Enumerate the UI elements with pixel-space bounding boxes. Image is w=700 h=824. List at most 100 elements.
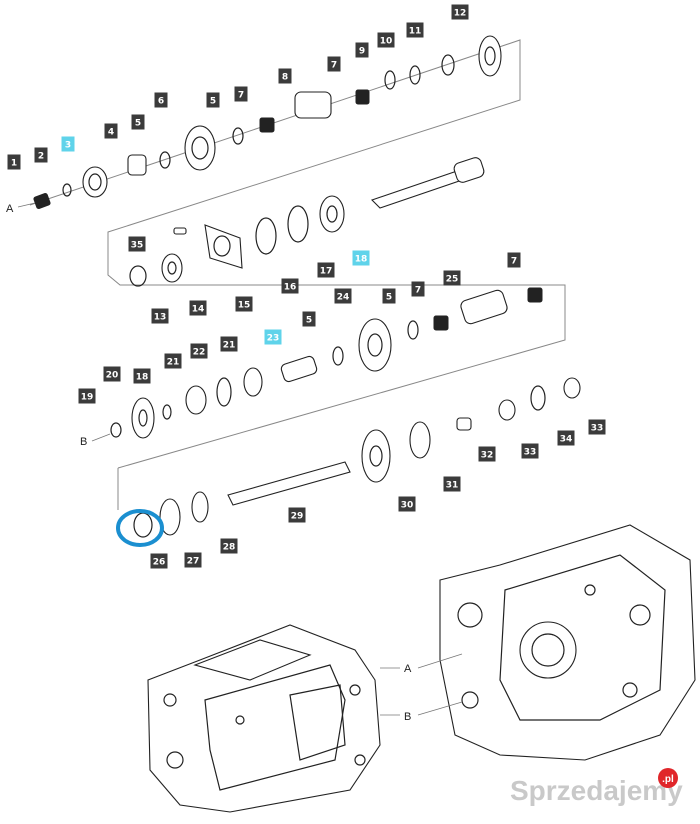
part-label-text: 2 xyxy=(38,152,44,162)
shaft-assembly-top xyxy=(17,35,502,209)
part-label-box xyxy=(104,123,118,139)
part-label-text: 19 xyxy=(81,393,94,403)
part-label-p18: 18 xyxy=(352,250,370,266)
part-label-p26: 26 xyxy=(150,553,168,569)
part-label-box xyxy=(206,92,220,108)
part-label-text: 7 xyxy=(415,286,421,296)
part-label-box xyxy=(133,368,151,384)
part-label-p24: 24 xyxy=(334,288,352,304)
part-label-text: 22 xyxy=(193,348,206,358)
part-label-p20: 20 xyxy=(103,366,121,382)
part-label-box xyxy=(377,32,395,48)
part-label-text: 26 xyxy=(153,558,166,568)
part-label-text: 17 xyxy=(320,267,333,277)
highlight-marker-circle xyxy=(116,509,164,547)
part-label-text: 23 xyxy=(267,334,280,344)
part-label-box xyxy=(150,553,168,569)
part-label-p33a: 33 xyxy=(521,443,539,459)
part-label-p17: 17 xyxy=(317,262,335,278)
part-label-p5d: 5 xyxy=(302,311,316,327)
part-label-p8: 8 xyxy=(278,68,292,84)
part-label-box xyxy=(220,336,238,352)
part-label-box xyxy=(507,252,521,268)
shaft-assembly-bottom xyxy=(133,377,581,538)
part-label-text: 31 xyxy=(446,481,459,491)
part-label-box xyxy=(382,288,396,304)
part-label-text: 13 xyxy=(154,313,167,323)
gearbox-housing-rear xyxy=(439,524,696,761)
part-label-p7a: 7 xyxy=(234,86,248,102)
part-label-text: 7 xyxy=(511,257,517,267)
part-label-text: 5 xyxy=(210,97,216,107)
part-label-text: 11 xyxy=(409,27,422,37)
part-label-box xyxy=(443,476,461,492)
part-label-text: 5 xyxy=(386,293,392,303)
watermark: Sprzedajemy .pl xyxy=(510,768,683,806)
part-label-text: 24 xyxy=(337,293,350,303)
part-label-p18b: 18 xyxy=(133,368,151,384)
part-label-p33b: 33 xyxy=(588,419,606,435)
part-label-text: 32 xyxy=(481,451,494,461)
part-label-text: 7 xyxy=(238,91,244,101)
part-label-p27: 27 xyxy=(184,552,202,568)
part-label-p5b: 5 xyxy=(206,92,220,108)
part-label-p14: 14 xyxy=(189,300,207,316)
part-label-text: 5 xyxy=(306,316,312,326)
part-label-box xyxy=(220,538,238,554)
part-label-box xyxy=(264,329,282,345)
part-label-box xyxy=(302,311,316,327)
part-label-p15: 15 xyxy=(235,296,253,312)
part-label-box xyxy=(588,419,606,435)
part-label-text: 1 xyxy=(11,159,17,169)
part-label-box xyxy=(235,296,253,312)
part-label-text: 15 xyxy=(238,301,251,311)
part-label-box xyxy=(398,496,416,512)
part-label-box xyxy=(78,388,96,404)
part-label-text: 25 xyxy=(446,275,459,285)
part-label-p29: 29 xyxy=(288,507,306,523)
assembly-frame-middle xyxy=(107,232,566,469)
part-label-p7c: 7 xyxy=(411,281,425,297)
part-label-box xyxy=(557,430,575,446)
part-label-box xyxy=(7,154,21,170)
part-label-text: 20 xyxy=(106,371,119,381)
part-label-text: 30 xyxy=(401,501,414,511)
part-label-p2: 2 xyxy=(34,147,48,163)
part-label-p28: 28 xyxy=(220,538,238,554)
part-label-box xyxy=(451,4,469,20)
part-label-box xyxy=(128,236,146,252)
part-label-box xyxy=(164,353,182,369)
part-label-p4: 4 xyxy=(104,123,118,139)
part-label-p9: 9 xyxy=(355,42,369,58)
part-label-box xyxy=(288,507,306,523)
part-label-p21a: 21 xyxy=(220,336,238,352)
part-label-text: 14 xyxy=(192,305,205,315)
part-label-box xyxy=(151,308,169,324)
connector-b-label: B xyxy=(80,436,87,448)
part-label-text: 27 xyxy=(187,557,200,567)
part-label-p13: 13 xyxy=(151,308,169,324)
part-label-p34: 34 xyxy=(557,430,575,446)
part-label-p7b: 7 xyxy=(327,56,341,72)
part-label-text: 9 xyxy=(359,47,365,57)
part-label-box xyxy=(234,86,248,102)
part-label-p30: 30 xyxy=(398,496,416,512)
part-label-text: 21 xyxy=(167,358,180,368)
part-label-box xyxy=(478,446,496,462)
part-label-p10: 10 xyxy=(377,32,395,48)
part-label-box xyxy=(278,68,292,84)
part-label-text: 28 xyxy=(223,543,236,553)
part-label-text: 8 xyxy=(282,73,288,83)
part-label-p3: 3 xyxy=(61,136,75,152)
part-label-box xyxy=(184,552,202,568)
part-label-text: 5 xyxy=(135,119,141,129)
part-label-box xyxy=(406,22,424,38)
part-label-text: 21 xyxy=(223,341,236,351)
part-label-box xyxy=(34,147,48,163)
part-label-text: 18 xyxy=(136,373,149,383)
part-label-text: 16 xyxy=(284,283,297,293)
part-label-text: 33 xyxy=(524,448,537,458)
part-label-box xyxy=(103,366,121,382)
